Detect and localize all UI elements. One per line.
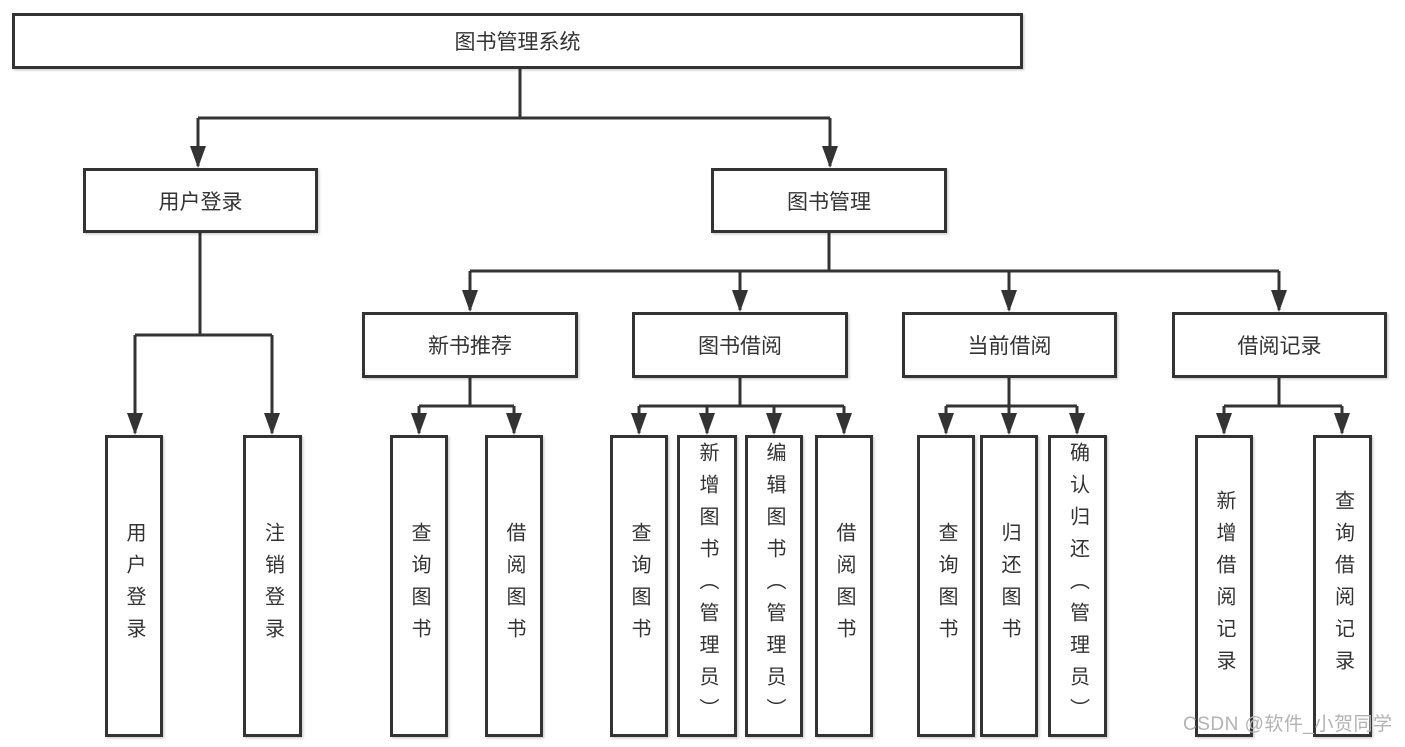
leaf-query-borrow-record: 查询借阅记录 [1313,435,1372,737]
leaf-query-books-recommend: 查询图书 [390,435,448,737]
leaf-add-books-admin: 新增图书（管理员） [677,435,737,737]
leaf-edit-books-admin: 编辑图书（管理员） [745,435,803,737]
leaf-logout: 注销登录 [243,435,302,737]
node-borrowing-records: 借阅记录 [1172,312,1387,378]
leaf-query-books-current: 查询图书 [917,435,975,737]
leaf-query-books-borrowing: 查询图书 [610,435,668,737]
leaf-add-borrow-record: 新增借阅记录 [1195,435,1253,737]
watermark: CSDN @软件_小贺同学 [1183,714,1393,735]
node-book-borrowing: 图书借阅 [632,312,848,378]
node-user-login: 用户登录 [83,168,318,233]
node-book-management: 图书管理 [711,168,947,233]
leaf-return-books: 归还图书 [980,435,1038,737]
node-current-borrowing: 当前借阅 [902,312,1117,378]
leaf-borrow-books-borrowing: 借阅图书 [815,435,873,737]
leaf-user-login: 用户登录 [105,435,163,737]
leaf-borrow-books-recommend: 借阅图书 [485,435,543,737]
node-library-system: 图书管理系统 [12,13,1023,69]
node-new-book-recommendation: 新书推荐 [362,312,578,378]
leaf-confirm-return-admin: 确认归还（管理员） [1048,435,1107,737]
